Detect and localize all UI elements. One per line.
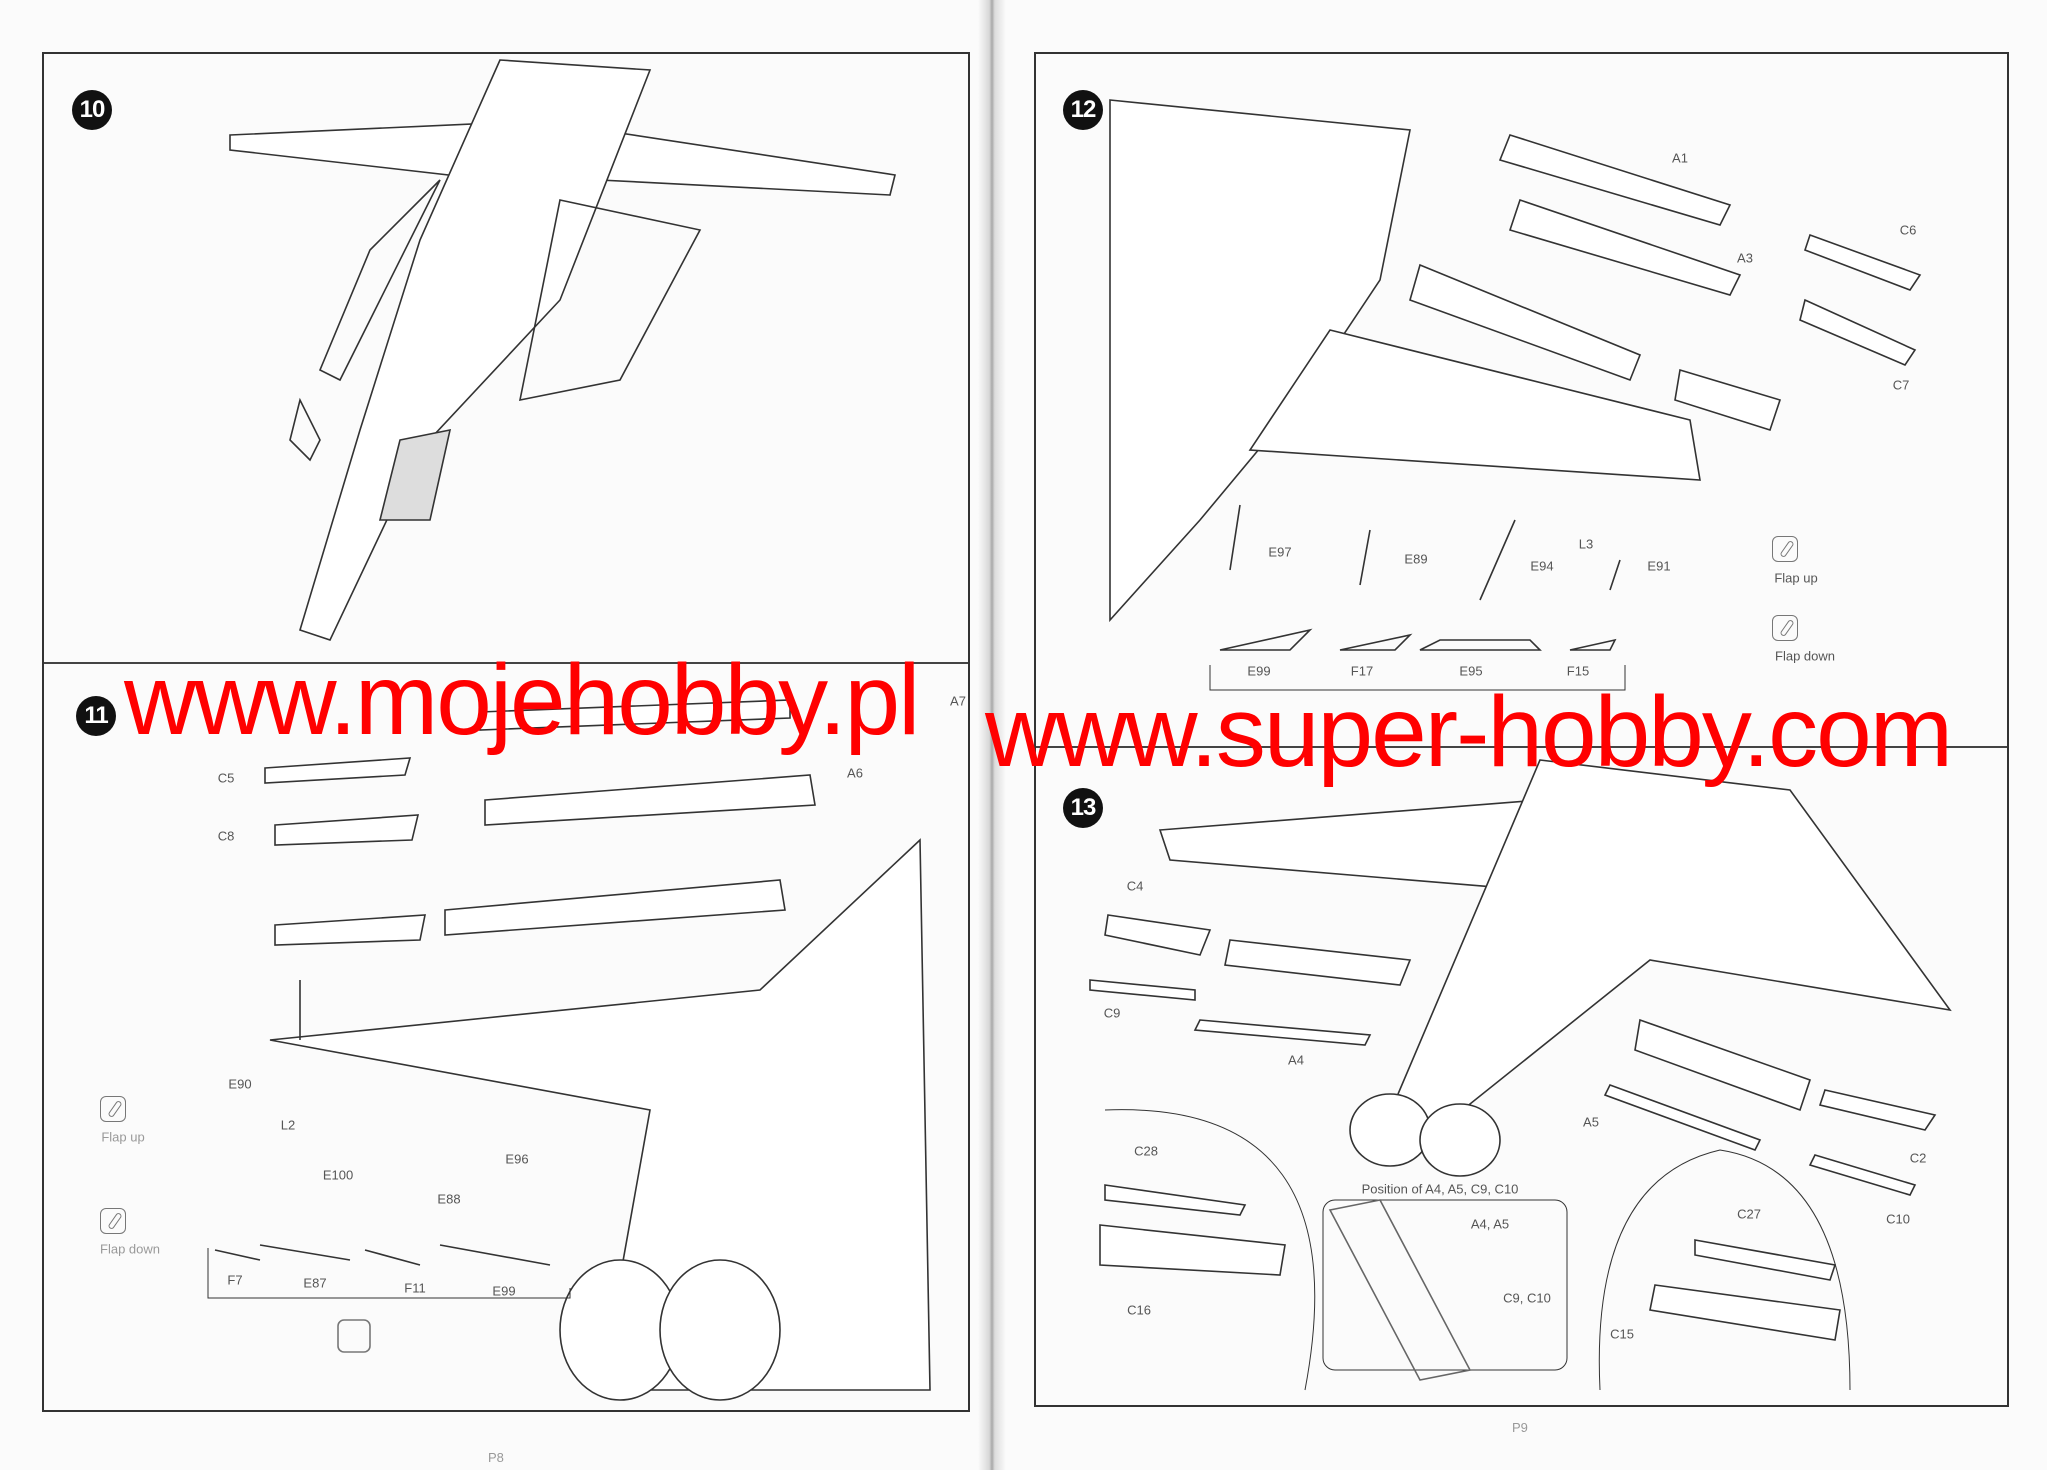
flap-up-icon bbox=[100, 1096, 126, 1122]
inset-title: Position of A4, A5, C9, C10 bbox=[1361, 1181, 1519, 1197]
left-page-frame bbox=[42, 52, 970, 1412]
part-label-a5: A5 bbox=[1583, 1114, 1599, 1130]
part-label-e96: E96 bbox=[505, 1151, 529, 1167]
step13-wing-drawing bbox=[1089, 759, 1952, 1391]
step11-wing-drawing bbox=[207, 699, 931, 1401]
part-label-f7: F7 bbox=[227, 1272, 243, 1288]
part-label-a6: A6 bbox=[847, 765, 863, 781]
part-label-a3: A3 bbox=[1737, 250, 1753, 266]
flap-up-label: Flap up bbox=[1774, 570, 1818, 586]
part-label-a1: A1 bbox=[1672, 150, 1688, 166]
step-divider-right bbox=[1036, 746, 2007, 748]
part-label-c27: C27 bbox=[1737, 1206, 1761, 1222]
part-label-c28: C28 bbox=[1134, 1143, 1158, 1159]
part-label-f11: F11 bbox=[404, 1280, 426, 1296]
part-label-f17: F17 bbox=[1350, 663, 1374, 679]
part-label-c6: C6 bbox=[1899, 222, 1917, 238]
watermark-mojehobby: www.mojehobby.pl bbox=[124, 644, 920, 756]
part-label-c5: C5 bbox=[217, 770, 235, 786]
step10-aircraft-drawing bbox=[229, 59, 896, 641]
part-label-e97: E97 bbox=[1268, 544, 1292, 560]
part-label-c2: C2 bbox=[1909, 1150, 1927, 1166]
flap-up-icon bbox=[1772, 536, 1798, 562]
part-label-e94: E94 bbox=[1530, 558, 1554, 574]
inset-label-c9-c10: C9, C10 bbox=[1503, 1290, 1551, 1306]
part-label-e91: E91 bbox=[1647, 558, 1671, 574]
flap-down-icon bbox=[100, 1208, 126, 1234]
part-label-e87: E87 bbox=[303, 1275, 327, 1291]
part-label-e95: E95 bbox=[1459, 663, 1483, 679]
part-label-c10: C10 bbox=[1886, 1211, 1910, 1227]
page-gutter bbox=[978, 0, 1006, 1470]
watermark-super-hobby: www.super-hobby.com bbox=[985, 676, 1953, 788]
part-label-e99: E99 bbox=[492, 1283, 516, 1299]
part-label-c16: C16 bbox=[1127, 1302, 1151, 1318]
part-label-l2: L2 bbox=[280, 1117, 296, 1133]
step-12-badge: 12 bbox=[1063, 90, 1103, 130]
part-label-c9: C9 bbox=[1103, 1005, 1121, 1021]
inset-label-a4-a5: A4, A5 bbox=[1470, 1216, 1510, 1232]
right-page-frame bbox=[1034, 52, 2009, 1407]
part-label-e90: E90 bbox=[228, 1076, 252, 1092]
flap-down-icon bbox=[1772, 615, 1798, 641]
part-label-e88: E88 bbox=[437, 1191, 461, 1207]
part-label-c15: C15 bbox=[1610, 1326, 1634, 1342]
flap-down-label: Flap down bbox=[1775, 648, 1835, 664]
part-label-e100: E100 bbox=[322, 1167, 354, 1183]
page-number-left: P8 bbox=[488, 1450, 504, 1465]
part-label-e99: E99 bbox=[1247, 663, 1271, 679]
part-label-a7: A7 bbox=[950, 693, 966, 709]
part-label-e89: E89 bbox=[1404, 551, 1428, 567]
flap-up-label: Flap up bbox=[101, 1129, 145, 1145]
part-label-l3: L3 bbox=[1578, 536, 1594, 552]
step12-wing-drawing bbox=[1109, 99, 1922, 691]
part-label-c8: C8 bbox=[217, 828, 235, 844]
step-13-badge: 13 bbox=[1063, 788, 1103, 828]
step-divider-left bbox=[44, 662, 968, 664]
part-label-c7: C7 bbox=[1892, 377, 1910, 393]
part-label-a4: A4 bbox=[1288, 1052, 1304, 1068]
step-11-badge: 11 bbox=[76, 696, 116, 736]
part-label-f15: F15 bbox=[1566, 663, 1590, 679]
page-number-right: P9 bbox=[1512, 1420, 1528, 1435]
flap-down-label: Flap down bbox=[100, 1241, 160, 1257]
part-label-c4: C4 bbox=[1126, 878, 1144, 894]
step-10-badge: 10 bbox=[72, 90, 112, 130]
